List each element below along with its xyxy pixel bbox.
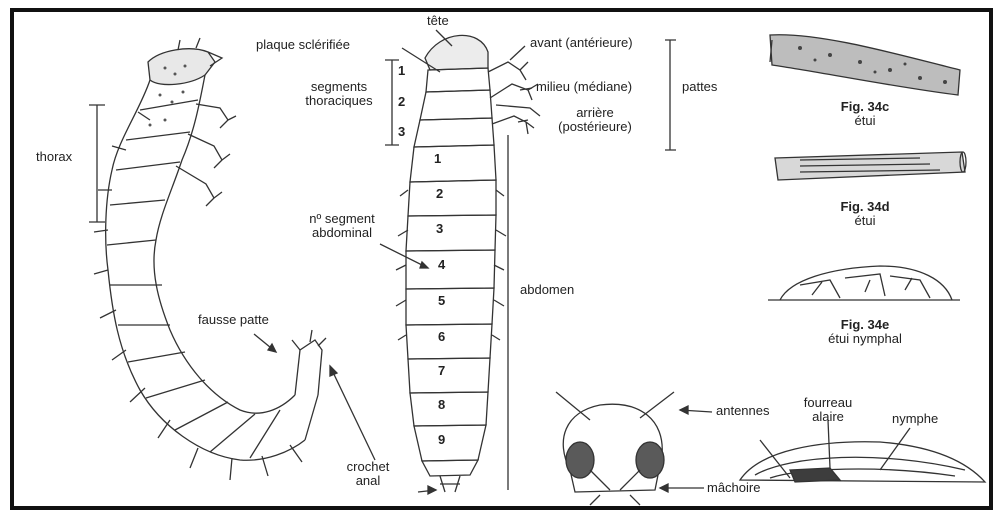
head-closeup <box>556 392 712 505</box>
abdominal-number-4: 4 <box>438 257 445 272</box>
abdominal-number-6: 6 <box>438 329 445 344</box>
label-arriere-line1: arrière <box>540 106 650 120</box>
label-arriere: arrière (postérieure) <box>540 106 650 134</box>
label-pattes: pattes <box>682 80 717 94</box>
case-34d <box>775 152 966 180</box>
figure-34e-title: Fig. 34e <box>805 318 925 332</box>
label-segments-line1: segments <box>302 80 376 94</box>
label-fourreau-alaire: fourreau alaire <box>796 396 860 424</box>
abdominal-number-2: 2 <box>436 186 443 201</box>
figure-34e-text: étui nymphal <box>805 332 925 346</box>
label-crochet-line2: anal <box>338 474 398 488</box>
pupa-case <box>740 420 985 482</box>
figure-34d-caption: Fig. 34d étui <box>805 200 925 228</box>
label-fausse-patte: fausse patte <box>198 313 269 327</box>
figure-34e-caption: Fig. 34e étui nymphal <box>805 318 925 346</box>
case-34c <box>770 35 960 95</box>
label-antennes: antennes <box>716 404 770 418</box>
label-nymphe: nymphe <box>892 412 938 426</box>
label-arriere-line2: (postérieure) <box>540 120 650 134</box>
figure-34c-text: étui <box>805 114 925 128</box>
label-crochet-anal: crochet anal <box>338 460 398 488</box>
figure-34c-title: Fig. 34c <box>805 100 925 114</box>
thoracic-number-1: 1 <box>398 63 405 78</box>
label-machoire: mâchoire <box>707 481 760 495</box>
label-abdomen: abdomen <box>520 283 574 297</box>
label-segment-abd-line2: abdominal <box>300 226 384 240</box>
figure-34d-title: Fig. 34d <box>805 200 925 214</box>
label-avant: avant (antérieure) <box>530 36 633 50</box>
figure-34d-text: étui <box>805 214 925 228</box>
label-milieu: milieu (médiane) <box>536 80 632 94</box>
abdominal-number-1: 1 <box>434 151 441 166</box>
label-segment-abdominal: nº segment abdominal <box>300 212 384 240</box>
abdominal-number-7: 7 <box>438 363 445 378</box>
label-thorax: thorax <box>36 150 72 164</box>
larva-dorsal-view <box>380 30 676 494</box>
abdominal-number-3: 3 <box>436 221 443 236</box>
abdominal-number-9: 9 <box>438 432 445 447</box>
label-crochet-line1: crochet <box>338 460 398 474</box>
abdominal-number-8: 8 <box>438 397 445 412</box>
abdominal-number-5: 5 <box>438 293 445 308</box>
label-segments-thoraciques: segments thoraciques <box>302 80 376 108</box>
label-plaque-sclerifiee: plaque sclérifiée <box>256 38 350 52</box>
label-tete: tête <box>427 14 449 28</box>
thoracic-number-3: 3 <box>398 124 405 139</box>
thoracic-number-2: 2 <box>398 94 405 109</box>
label-fourreau-line1: fourreau <box>796 396 860 410</box>
figure-34c-caption: Fig. 34c étui <box>805 100 925 128</box>
label-fourreau-line2: alaire <box>796 410 860 424</box>
label-segments-line2: thoraciques <box>302 94 376 108</box>
case-34e <box>768 266 960 300</box>
label-segment-abd-line1: nº segment <box>300 212 384 226</box>
